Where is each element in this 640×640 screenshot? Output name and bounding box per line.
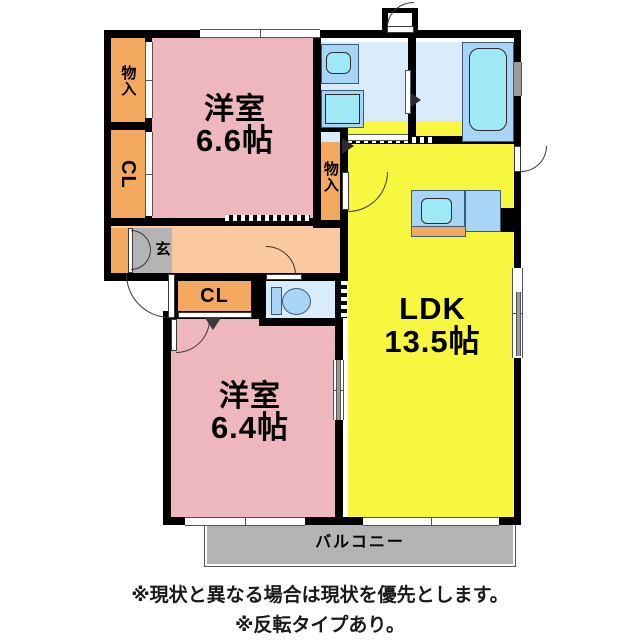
storage-label-monoire-mid: 物入 — [321, 161, 339, 193]
door-monoire-top-sliding[interactable] — [145, 42, 153, 118]
window-balcony-door-right — [363, 517, 499, 526]
storage-fill-closet-left — [110, 130, 145, 218]
door-leaf-washroom-entry[interactable] — [387, 26, 414, 33]
bathtub — [469, 48, 507, 131]
washer-space-inner — [325, 94, 360, 124]
window-ldk-top-sliding — [348, 134, 408, 141]
door-fold-marker-closet-lower — [205, 318, 221, 330]
door-fold-marker-washroom — [408, 91, 421, 109]
door-swing-ldk-right — [521, 146, 547, 172]
wall-closet-lower-right — [251, 277, 259, 319]
wall-exterior-left-upper — [104, 30, 111, 280]
storage-label-closet-lower: CL — [200, 284, 229, 307]
storage-label-monoire-top: 物入 — [119, 65, 137, 97]
wall-toilet-right — [335, 277, 342, 323]
room-label-ldk: LDK 13.5帖 — [360, 280, 505, 372]
wall-toilet-left — [259, 277, 266, 323]
wall-monoire-mid-bottom — [313, 220, 348, 228]
disclaimer-line-2: ※反転タイプあり。 — [234, 615, 406, 636]
door-closet-left-sliding[interactable] — [145, 132, 153, 216]
room-label-bedroom-lower-line1: 洋室 — [219, 379, 281, 413]
room-label-bedroom-lower: 洋室 6.4帖 — [185, 365, 315, 461]
window-bedroom-lower-right-inner — [336, 360, 341, 420]
kitchen-counter-front — [411, 226, 466, 237]
door-bedroom-upper-sliding[interactable] — [225, 215, 310, 221]
wall-entry-door-recess-right — [412, 8, 418, 32]
storage-fill-closet-lower — [178, 281, 251, 311]
shoe-closet-fill — [110, 228, 128, 273]
wall-toilet-bottom — [259, 318, 342, 326]
door-leaf-ldk-right[interactable] — [514, 146, 521, 172]
room-fill-bedroom-lower — [170, 318, 335, 518]
wall-washroom-bath-divider — [408, 38, 416, 142]
door-leaf-closet-lower[interactable] — [178, 312, 252, 318]
window-bedroom-upper-top — [200, 29, 320, 38]
wall-hallway-bottom — [104, 273, 348, 281]
storage-label-closet-left: CL — [117, 159, 139, 189]
toilet-bowl — [282, 288, 311, 315]
door-leaf-bath-folding[interactable] — [405, 70, 411, 114]
wall-bedroom-upper-bottom — [104, 218, 321, 226]
room-label-bedroom-lower-line2: 6.4帖 — [210, 410, 290, 446]
room-label-ldk-line2: 13.5帖 — [384, 324, 481, 359]
room-label-bedroom-upper-line1: 洋室 — [204, 92, 266, 126]
wall-washroom-left — [313, 36, 321, 142]
genkan-label: 玄 — [155, 241, 171, 259]
kitchen-sink-basin — [421, 198, 452, 224]
door-swing-genkan — [126, 274, 170, 318]
room-fill-bedroom-upper — [152, 36, 314, 218]
wall-entry-door-recess-left — [382, 8, 388, 32]
door-hall-ldk-sliding[interactable] — [341, 281, 347, 318]
storage-fill-monoire-mid — [319, 132, 341, 222]
room-label-ldk-line1: LDK — [399, 291, 466, 327]
wall-ldk-left-upper — [340, 228, 348, 280]
storage-fill-monoire-top — [110, 38, 145, 122]
wall-bedroom-lower-left — [163, 311, 171, 525]
disclaimer-line-1: ※現状と異なる場合は現状を優先とします。 — [131, 585, 509, 606]
wall-closet-divider — [104, 122, 152, 130]
toilet-tank — [271, 287, 282, 315]
room-label-bedroom-upper: 洋室 6.6帖 — [170, 78, 300, 174]
balcony-label: バルコニー — [315, 534, 405, 552]
stove-range — [465, 190, 501, 232]
wall-sanitary-bottom-bar — [348, 136, 521, 144]
window-balcony-door-left — [185, 517, 305, 526]
room-label-bedroom-upper-line2: 6.6帖 — [195, 123, 275, 159]
door-fold-marker-monoire-mid — [342, 138, 354, 154]
door-swing-washroom-entry — [387, 2, 414, 27]
vanity-basin — [326, 52, 351, 74]
window-bath-right — [513, 62, 522, 96]
wall-bedroom-lower-right — [335, 318, 343, 525]
window-ldk-right-inner — [516, 292, 521, 356]
